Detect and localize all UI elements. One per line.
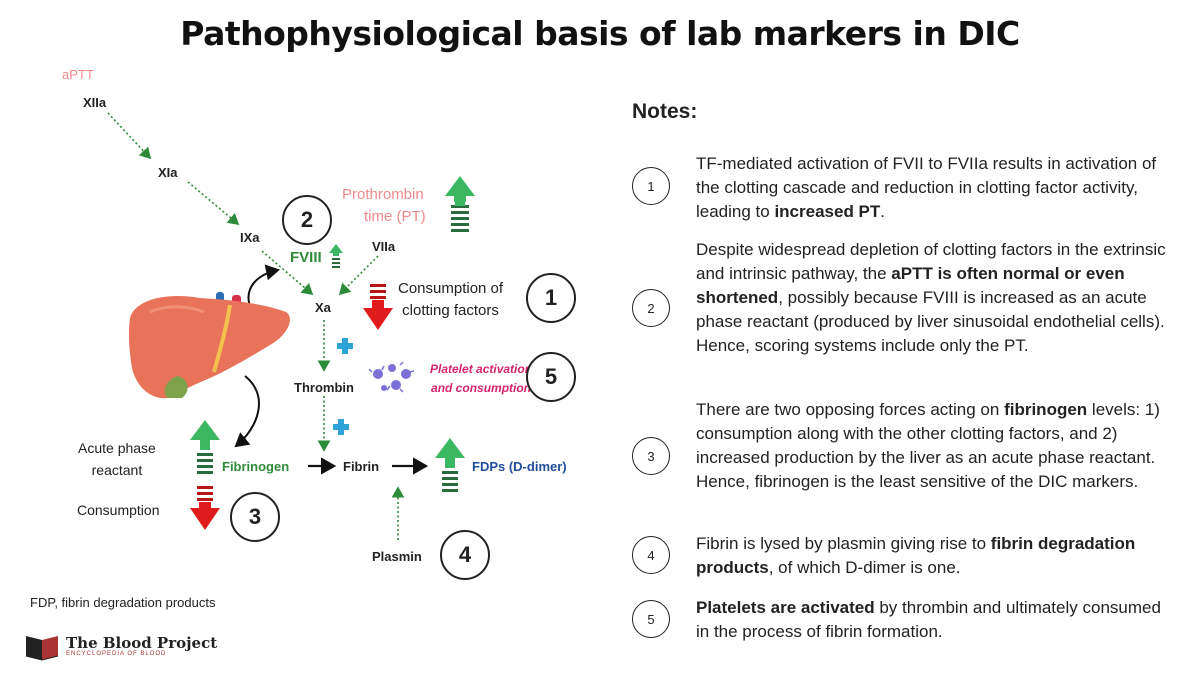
arrow-ixa-xa [261,250,314,296]
logo-tagline: ENCYCLOPEDIA OF BLOOD [66,651,167,657]
fibrin-label: Fibrin [343,459,380,474]
note-number-5: 5 [632,600,670,638]
circle-2: 2 [282,195,332,245]
platelet-line1: Platelet activation [430,362,533,376]
pt-label-line1: Prothrombin [342,186,424,203]
thrombin-label: Thrombin [294,380,354,395]
plus-icon-2 [333,419,349,435]
note-text-segment: levels: 1) consumption along with the ot… [696,400,1160,491]
factor-xa: Xa [315,300,331,315]
note-text-5: Platelets are activated by thrombin and … [696,596,1176,644]
circle-5: 5 [526,352,576,402]
note-text-segment: Fibrin is lysed by plasmin giving rise t… [696,534,991,553]
book-logo-icon [25,636,59,661]
note-text-segment: by thrombin and ultimately consumed in t… [696,598,1161,641]
diagram-canvas [25,112,475,661]
platelet-label: Platelet activation and consumption [430,360,532,398]
arrow-liver-fibrinogen [234,375,260,448]
page-title: Pathophysiological basis of lab markers … [180,14,1020,53]
note-text-3: There are two opposing forces acting on … [696,398,1176,494]
consumption-down-arrow-icon [190,486,220,530]
note-text-segment: aPTT is often normal or even shortened [696,264,1125,307]
arrow-viia-xa [338,255,379,296]
factor-xiia: XIIa [83,95,107,110]
note-number-4: 4 [632,536,670,574]
note-text-segment: Despite widespread depletion of clotting… [696,240,1166,283]
aptt-label: aPTT [62,67,94,82]
arrow-xia-ixa [187,181,240,226]
consumption-label: Consumption [77,502,160,518]
acute-phase-label: Acute phase reactant [78,437,156,481]
note-text-segment: , possibly because FVIII is increased as… [696,288,1165,355]
note-text-segment: fibrin degradation products [696,534,1136,577]
fviii-label: FVIII [290,249,322,266]
note-text-segment: There are two opposing forces acting on [696,400,1005,419]
note-text-segment: . [880,202,886,221]
notes-heading: Notes: [632,100,698,123]
liver-icon [128,292,290,399]
consumption-clotting-line2: clotting factors [402,302,499,319]
note-text-2: Despite widespread depletion of clotting… [696,238,1176,358]
acute-phase-line1: Acute phase [78,440,156,456]
note-text-segment: TF-mediated activation of FVII to FVIIa … [696,154,1157,221]
logo-name: The Blood Project [66,634,218,652]
footnote: FDP, fibrin degradation products [30,595,216,610]
pt-label-line2: time (PT) [364,208,426,225]
fibrinogen-label: Fibrinogen [222,459,290,474]
note-text-segment: Platelets are activated [696,598,875,617]
circle-1: 1 [526,273,576,323]
note-text-1: TF-mediated activation of FVII to FVIIa … [696,152,1176,224]
factor-ixa: IXa [240,230,260,245]
fdp-up-arrow-icon [435,438,465,492]
note-number-1: 1 [632,167,670,205]
fviii-up-arrow-icon [329,244,343,268]
platelet-icon [368,361,415,393]
circle-3: 3 [230,492,280,542]
plus-icon-1 [337,338,353,354]
platelet-line2: and consumption [431,381,532,395]
note-text-4: Fibrin is lysed by plasmin giving rise t… [696,532,1176,580]
circle-4: 4 [440,530,490,580]
acute-phase-line2: reactant [91,462,143,478]
note-text-segment: fibrinogen [1004,400,1088,419]
clotting-down-arrow-icon [363,284,393,330]
note-number-2: 2 [632,289,670,327]
note-text-segment: increased PT [774,202,881,221]
consumption-clotting-line1: Consumption of [398,280,504,297]
pt-up-arrow-icon [445,176,475,232]
arrow-xiia-xia [107,112,152,160]
plasmin-label: Plasmin [372,549,422,564]
note-number-3: 3 [632,437,670,475]
factor-viia: VIIa [372,239,396,254]
acute-phase-up-arrow-icon [190,420,220,474]
factor-xia: XIa [158,165,178,180]
consumption-clotting-label: Consumption of clotting factors [398,278,503,322]
fdps-label: FDPs (D-dimer) [472,459,567,474]
pt-label: Prothrombin time (PT) [342,184,426,228]
note-text-segment: , of which D-dimer is one. [768,558,961,577]
